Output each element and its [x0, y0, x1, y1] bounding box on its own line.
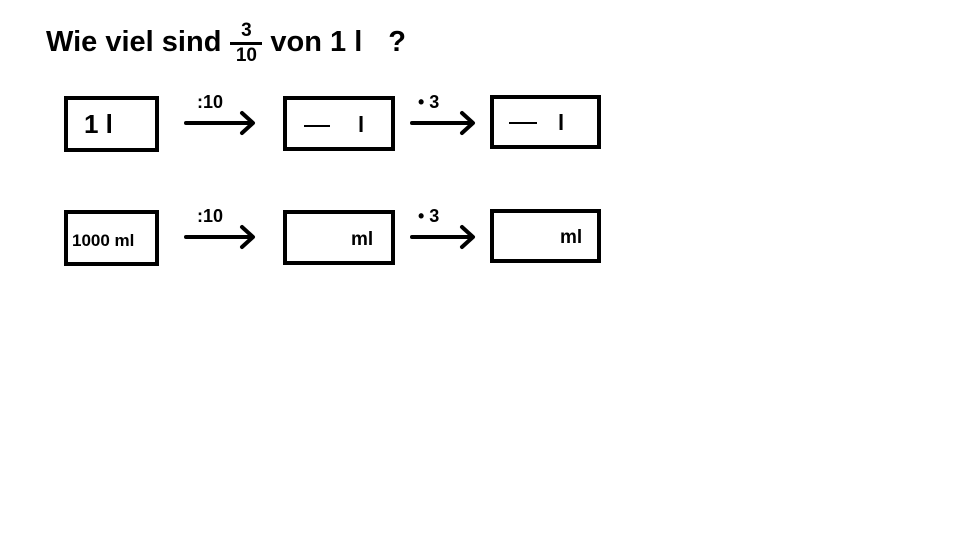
liters-multiply-label: • 3 [418, 92, 440, 112]
fraction-denominator: 10 [235, 44, 257, 66]
liters-end-answer-blank [509, 122, 537, 124]
milliliters-multiply-label: • 3 [418, 206, 440, 226]
liters-mid-box[interactable]: l [283, 96, 395, 151]
fraction-numerator: 3 [241, 19, 252, 41]
fraction-three-tenths: 3 10 [230, 19, 263, 66]
milliliters-divide-label: :10 [197, 206, 224, 226]
liters-divide-label: :10 [197, 92, 224, 112]
milliliters-divide-arrow [184, 225, 255, 249]
liters-divide-arrow [184, 111, 255, 135]
question-suffix: von 1 l [270, 25, 363, 58]
liters-start-value: 1 l [84, 109, 113, 139]
milliliters-start-value: 1000 ml [72, 231, 135, 250]
fraction-bar [230, 41, 263, 45]
milliliters-mid-unit: ml [351, 229, 374, 250]
milliliters-multiply-arrow [410, 225, 475, 249]
milliliters-end-box[interactable]: ml [490, 209, 601, 263]
milliliters-mid-box[interactable]: ml [283, 210, 395, 265]
liters-start-box: 1 l [64, 96, 159, 152]
milliliters-end-unit: ml [560, 227, 583, 248]
question-prefix: Wie viel sind [46, 25, 222, 58]
liters-end-unit: l [558, 110, 565, 135]
question-title: Wie viel sind 3 10 von 1 l ? [46, 12, 406, 72]
milliliters-start-box: 1000 ml [64, 210, 159, 266]
liters-mid-unit: l [358, 112, 365, 137]
liters-multiply-arrow [410, 111, 475, 135]
liters-end-box[interactable]: l [490, 95, 601, 149]
question-mark: ? [388, 25, 406, 58]
liters-mid-answer-blank [304, 125, 330, 127]
